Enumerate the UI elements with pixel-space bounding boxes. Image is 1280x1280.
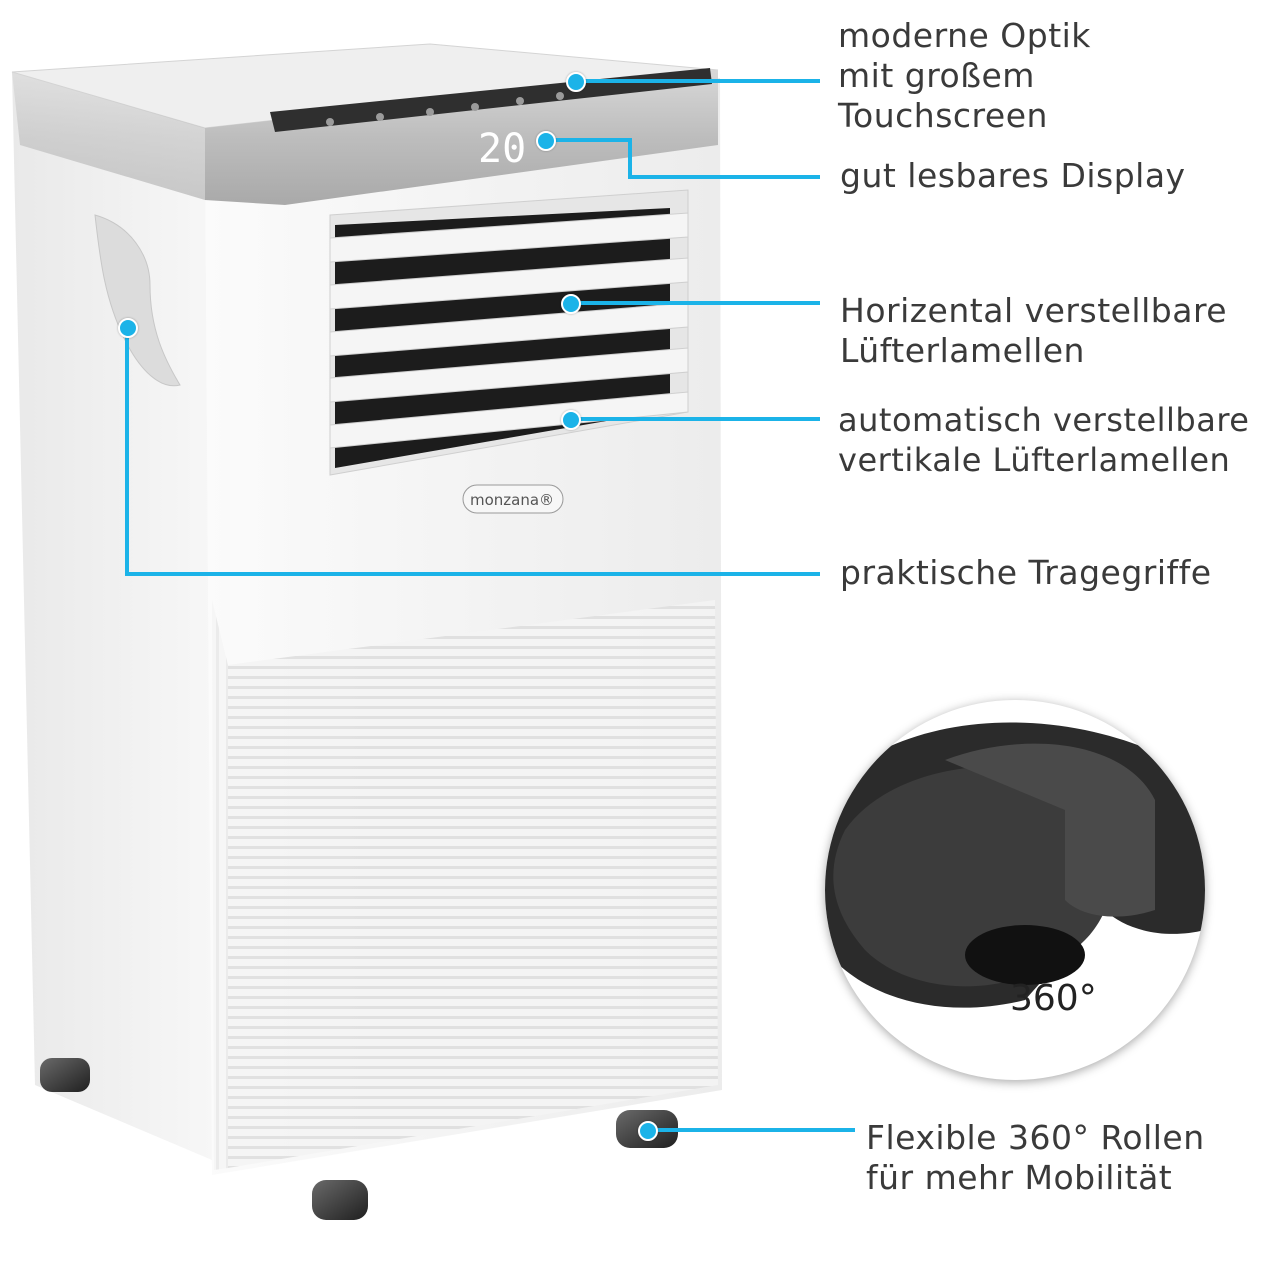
callout-line-wheels: [645, 1128, 855, 1132]
ribbed-grille: [228, 600, 718, 1168]
callout-vertical-louvres: automatisch verstellbare vertikale Lüfte…: [838, 400, 1249, 480]
callout-line-handles-a: [125, 328, 129, 576]
callout-horizontal-louvres: Horizental verstellbare Lüfterlamellen: [840, 291, 1227, 371]
carry-handle: [94, 214, 181, 387]
brand-logo-text: monzana®: [470, 491, 554, 509]
callout-line-horizontal: [570, 301, 820, 305]
wheel-closeup: [825, 700, 1205, 1080]
silver-band: [205, 70, 718, 205]
callout-line-display-b: [628, 138, 632, 178]
display-digits: 20: [478, 126, 526, 172]
callout-wheels-line1: Flexible 360° Rollen: [866, 1118, 1205, 1157]
callout-vertical-line1: automatisch verstellbare: [838, 401, 1250, 439]
callout-dot-wheels: [638, 1121, 658, 1141]
callout-line-vertical: [570, 417, 820, 421]
side-panel: [12, 72, 212, 1160]
callout-horizontal-line1: Horizental verstellbare: [840, 291, 1228, 330]
callout-vertical-line2: vertikale Lüfterlamellen: [838, 441, 1231, 479]
callout-line-display-c: [628, 175, 820, 179]
callout-dot-horizontal: [561, 294, 581, 314]
callout-wheels: Flexible 360° Rollen für mehr Mobilität: [866, 1118, 1205, 1198]
callout-horizontal-line2: Lüfterlamellen: [840, 331, 1085, 370]
callout-dot-vertical: [561, 410, 581, 430]
callout-dot-display: [536, 131, 556, 151]
callout-touchscreen-line1: moderne Optik: [838, 16, 1091, 55]
callout-display-line1: gut lesbares Display: [840, 156, 1186, 195]
callout-line-touchscreen: [575, 79, 820, 83]
callout-touchscreen-line3: Touchscreen: [838, 96, 1048, 135]
rotation-label: 360°: [1010, 978, 1097, 1019]
callout-line-handles-b: [125, 572, 820, 576]
callout-line-display-a: [545, 138, 630, 142]
callout-touchscreen: moderne Optik mit großem Touchscreen: [838, 16, 1091, 136]
callout-handles: praktische Tragegriffe: [840, 553, 1212, 593]
callout-dot-handles: [118, 318, 138, 338]
callout-wheels-line2: für mehr Mobilität: [866, 1158, 1173, 1197]
brand-badge: [462, 484, 564, 514]
horizontal-louvres: [329, 212, 689, 449]
callout-dot-touchscreen: [566, 72, 586, 92]
callout-display: gut lesbares Display: [840, 156, 1186, 196]
callout-touchscreen-line2: mit großem: [838, 56, 1035, 95]
callout-handles-line1: praktische Tragegriffe: [840, 553, 1212, 592]
